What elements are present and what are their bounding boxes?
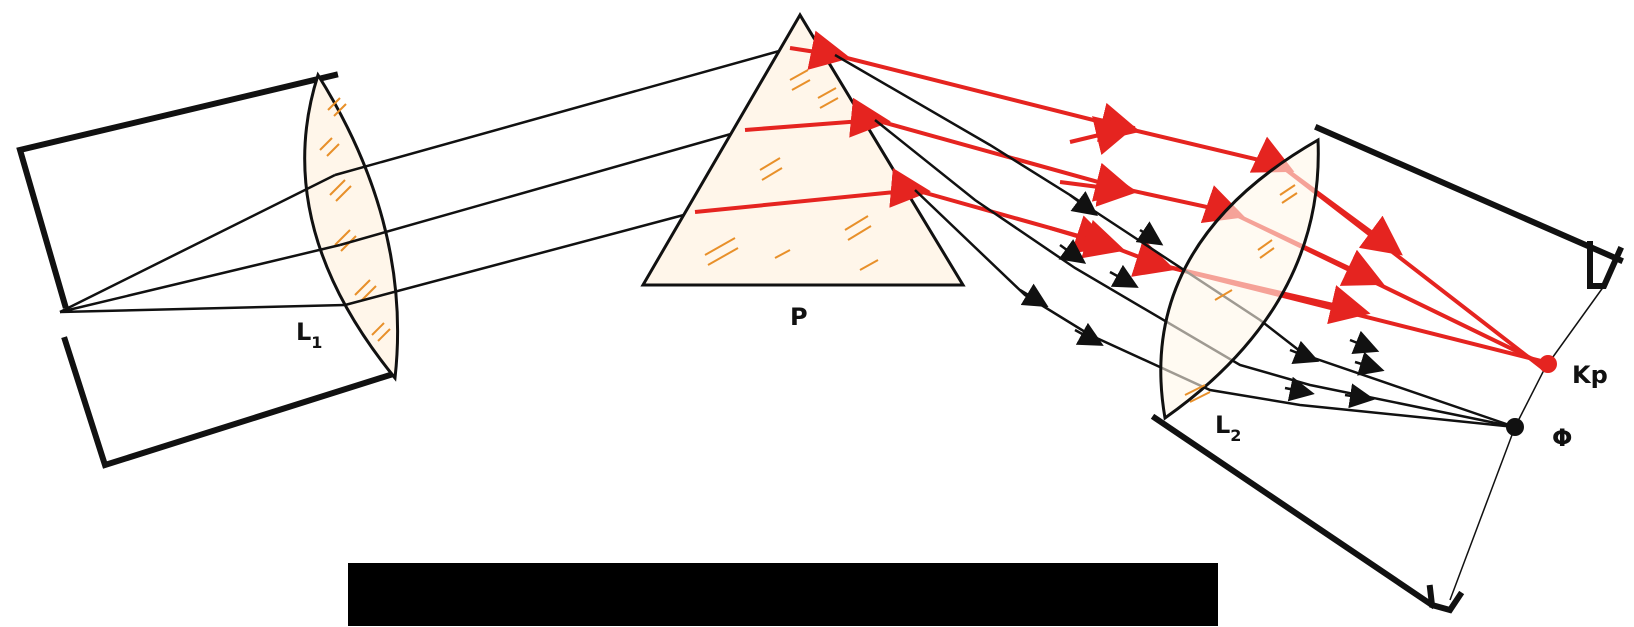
label-prism: P — [790, 303, 808, 331]
violet-rays — [834, 53, 1516, 429]
label-violet-focus: Φ — [1552, 424, 1572, 452]
label-lens-l1-subscript: 1 — [311, 333, 322, 352]
red-rays — [694, 30, 1547, 372]
collimator-wall-top — [16, 71, 339, 309]
lens-l1 — [303, 71, 400, 382]
prism — [640, 12, 966, 287]
label-red-focus: Kp — [1572, 361, 1608, 389]
violet-ray-2 — [874, 119, 1516, 429]
label-lens-l2-subscript: 2 — [1230, 426, 1241, 445]
lens-l2-hatching — [1184, 184, 1298, 403]
focal-plane — [1449, 285, 1605, 601]
lens-l2-body — [1159, 137, 1320, 421]
slit-rays — [59, 173, 346, 314]
camera-tube — [1150, 124, 1624, 614]
prism-body — [640, 12, 966, 287]
lens-l2 — [1159, 137, 1320, 421]
camera-wall-bottom — [1150, 413, 1437, 610]
film-holder-bottom-bracket — [1426, 584, 1465, 614]
red-focus-point — [1539, 355, 1557, 373]
violet-ray-3 — [914, 189, 1516, 429]
violet-ray-1 — [834, 53, 1516, 429]
lens-l1-hatching — [319, 97, 391, 342]
lens-l1-body — [303, 71, 400, 382]
label-lens-l1: L1 — [296, 318, 322, 352]
film-holder-top-bracket — [1587, 241, 1624, 289]
label-lens-l2: L2 — [1215, 411, 1241, 445]
camera-wall-top — [1314, 124, 1624, 264]
violet-focus-point — [1506, 418, 1524, 436]
redaction-bar — [348, 563, 1218, 626]
collimated-beam — [334, 46, 791, 307]
collimator-tube — [16, 71, 394, 469]
collimator-wall-bottom — [61, 336, 394, 469]
